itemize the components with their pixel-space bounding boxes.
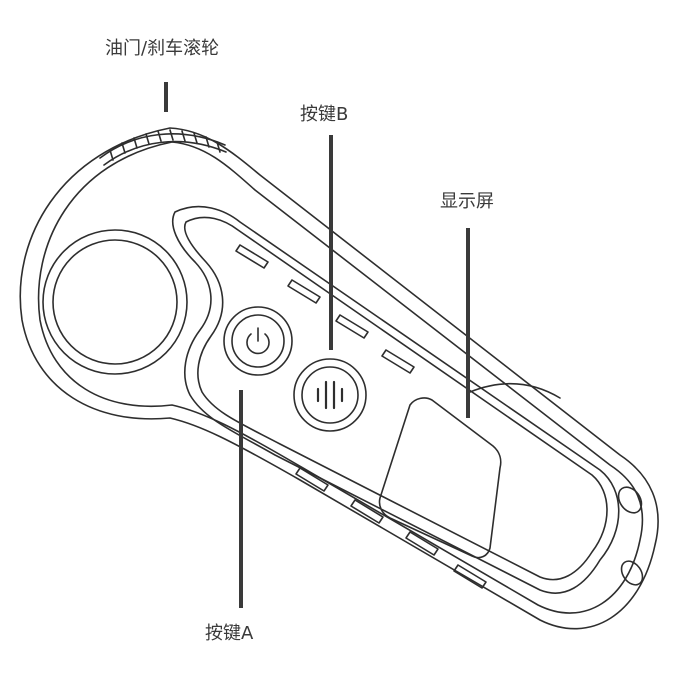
end-cap-ports [469, 382, 644, 586]
leader-lines [164, 82, 470, 608]
top-panel-outer [171, 205, 620, 594]
top-panel-inner [184, 216, 608, 581]
upper-rail-slots [235, 244, 415, 374]
grip-cap-outer [42, 229, 188, 375]
label-button-a: 按键A [205, 623, 254, 644]
power-icon [246, 327, 270, 355]
button-a [223, 306, 293, 376]
button-b [293, 358, 367, 432]
remote-body-outline [19, 127, 659, 630]
lower-rail-slots [295, 467, 487, 589]
throttle-wheel [99, 129, 227, 166]
label-throttle-brake-wheel: 油门/刹车滚轮 [105, 38, 220, 59]
label-button-b: 按键B [300, 104, 349, 125]
grip-cap-inner [52, 239, 178, 365]
label-display: 显示屏 [440, 191, 494, 212]
display-screen [378, 397, 502, 559]
wave-bars-icon [316, 380, 344, 410]
remote-shell-inner [37, 141, 644, 614]
